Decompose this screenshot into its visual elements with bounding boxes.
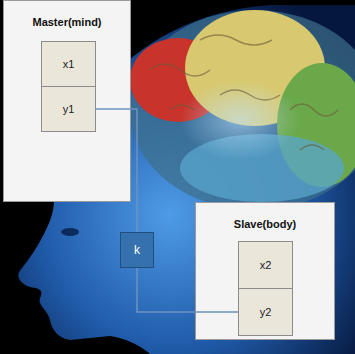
connector bbox=[96, 109, 137, 232]
box-label: x2 bbox=[260, 259, 272, 271]
eye bbox=[61, 228, 79, 236]
box-label: y1 bbox=[63, 103, 75, 115]
box-label: k bbox=[134, 243, 140, 257]
panel-heading: Master(mind) bbox=[4, 16, 130, 28]
variable-box: x2 bbox=[238, 241, 293, 289]
variable-box: x1 bbox=[41, 41, 96, 87]
slave-panel: Slave(body) x2 y2 bbox=[195, 202, 335, 340]
variable-box: y2 bbox=[238, 288, 293, 336]
variable-box: y1 bbox=[41, 86, 96, 132]
master-panel: Master(mind) x1 y1 bbox=[3, 0, 131, 202]
coupling-box: k bbox=[120, 232, 154, 268]
panel-heading: Slave(body) bbox=[196, 218, 334, 230]
box-label: x1 bbox=[63, 58, 75, 70]
box-label: y2 bbox=[260, 306, 272, 318]
brain bbox=[130, 10, 355, 210]
connector bbox=[137, 268, 238, 312]
